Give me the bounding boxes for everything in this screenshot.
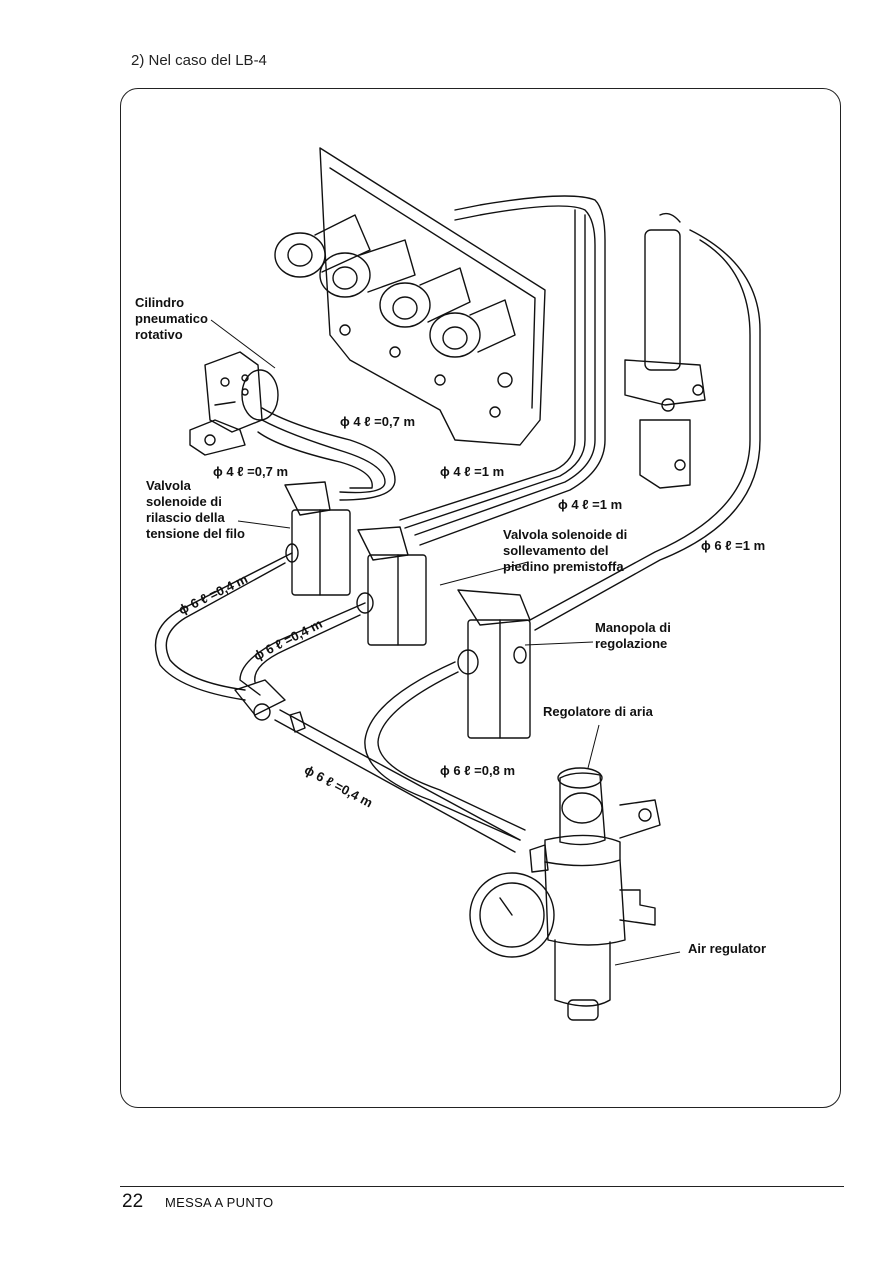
label-presser-lift-valve: Valvola solenoide di sollevamento del pi… [503,527,628,574]
dim-tube-4: ϕ 4 ℓ =1 m [558,497,623,512]
solenoid-valve-2 [356,526,427,646]
section-title: 2) Nel caso del LB-4 [131,52,267,69]
label-adjusting-knob: Manopola di regolazione [595,620,671,651]
page-number: 22 [122,1191,144,1212]
valve-knobs [274,214,516,358]
rotary-cylinder [189,351,279,456]
tubes-4mm [257,195,606,546]
solenoid-valve-1 [284,481,351,596]
tubes-6mm [154,552,526,853]
dim-tube-9: ϕ 6 ℓ =0,8 m [440,763,515,778]
footer-rule [120,1186,844,1187]
dim-tube-3: ϕ 4 ℓ =1 m [440,464,505,479]
footer-section: MESSA A PUNTO [165,1195,274,1210]
tube-6mm-right [534,229,761,631]
label-rotary-cylinder: Cilindro pneumatico rotativo [135,295,208,342]
mounting-plate [319,147,546,446]
dim-tube-1: ϕ 4 ℓ =0,7 m [340,414,415,429]
air-regulator [469,767,661,1021]
label-regulator-en: Air regulator [688,941,767,956]
t-fitting [234,679,306,733]
dim-tube-5: ϕ 6 ℓ =1 m [701,538,766,553]
air-cylinder [624,212,706,489]
figure-frame [120,88,841,1108]
label-thread-release-valve: Valvola solenoide di rilascio della tens… [146,478,245,541]
solenoid-valve-3 [457,589,531,739]
label-regulator-it: Regolatore di aria [543,704,653,719]
dim-tube-2: ϕ 4 ℓ =0,7 m [213,464,288,479]
